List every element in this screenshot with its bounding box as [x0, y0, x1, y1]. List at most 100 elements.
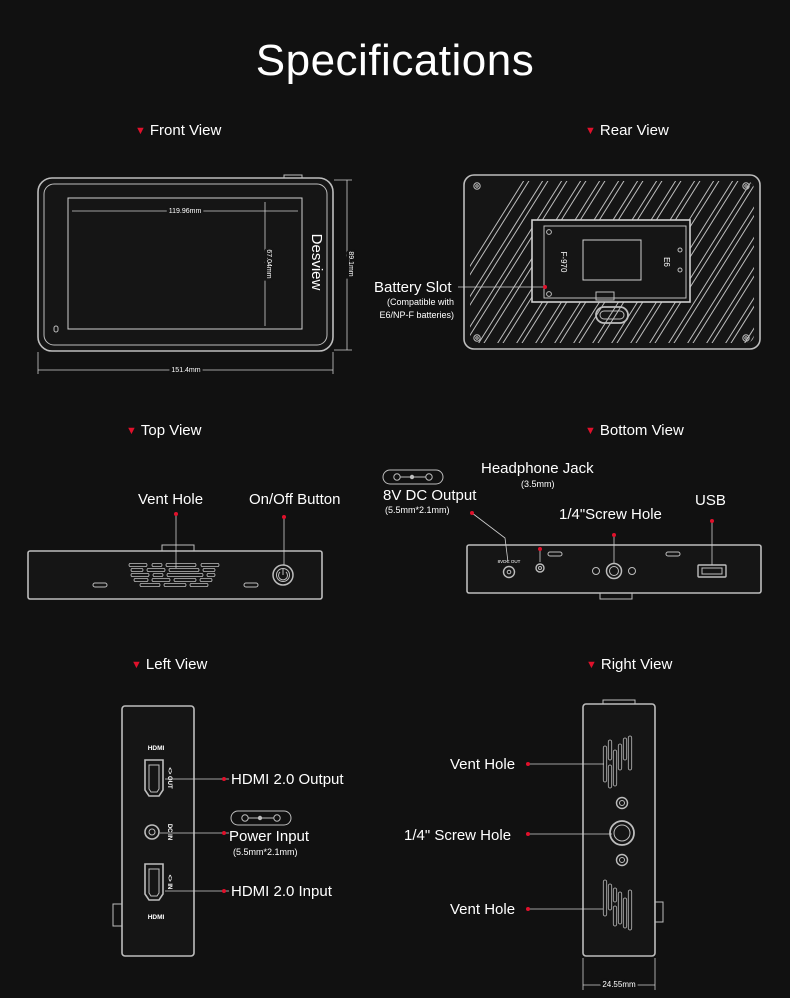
label-dc-output-spec: (5.5mm*2.1mm) [385, 505, 450, 515]
rear-vent-slot-inner [703, 181, 754, 343]
label-on-off-button: On/Off Button [249, 491, 341, 508]
label-hdmi-input: HDMI 2.0 Input [231, 883, 332, 900]
top-view-indicators [174, 512, 286, 568]
label-vent-hole-top: Vent Hole [138, 491, 204, 508]
right-view-device [582, 699, 664, 957]
dim-outer-width: 151.4mm [171, 367, 200, 374]
section-left-view: ▼Left View [131, 656, 207, 673]
section-left-label: Left View [145, 656, 208, 673]
rear-vent-slot-inner [762, 175, 790, 350]
top-vent-slot [163, 583, 187, 588]
triangle-down-icon: ▼ [585, 125, 596, 137]
section-rear-view: ▼Rear View [585, 122, 669, 139]
right-view-dimension: 24.55mm [582, 958, 656, 992]
right-vent-slot [617, 743, 623, 771]
front-view-device: Desview [37, 174, 334, 352]
section-top-label: Top View [140, 422, 202, 439]
right-vent-slot [622, 897, 628, 929]
rear-view-device: F-970 E6 [463, 174, 790, 350]
right-vent-slot [607, 764, 613, 789]
label-headphone-jack: Headphone Jack [481, 460, 594, 477]
dim-outer-height: 89.1mm [347, 251, 354, 276]
right-vent-slot [607, 739, 613, 761]
port-mark-dc-in: DC IN [166, 824, 172, 840]
top-vent-slot [146, 568, 166, 573]
triangle-down-icon: ▼ [131, 659, 142, 671]
rear-vent-slot-inner [722, 181, 754, 343]
brand-logo: Desview [308, 234, 325, 291]
dim-inner-width: 119.96mm [169, 208, 202, 215]
right-vent-slot [612, 887, 618, 903]
top-vent-slot [151, 578, 171, 583]
dim-inner-height: 67.04mm [265, 249, 272, 278]
right-vent-slot [627, 735, 633, 771]
page-title: Specifications [255, 36, 535, 85]
battery-mark-e6: E6 [662, 257, 671, 267]
rear-vent-slot-inner [470, 181, 570, 343]
label-power-input: Power Input [229, 828, 310, 845]
top-vent-slot [199, 578, 213, 583]
label-battery-slot: Battery Slot [374, 279, 452, 296]
label-power-spec: (5.5mm*2.1mm) [233, 847, 298, 857]
top-vent-slot [173, 578, 197, 583]
section-top-view: ▼Top View [126, 422, 201, 439]
right-vent-slot [622, 737, 628, 761]
triangle-down-icon: ▼ [135, 125, 146, 137]
top-vent-slot [166, 573, 204, 578]
section-front-label: Front View [149, 122, 222, 139]
label-hdmi-output: HDMI 2.0 Output [231, 771, 344, 788]
triangle-down-icon: ▼ [586, 659, 597, 671]
battery-mark-f970: F-970 [559, 252, 568, 273]
rear-vent-slot-inner [684, 181, 754, 343]
label-screw-hole-right: 1/4" Screw Hole [404, 827, 512, 844]
right-vent-slot [602, 879, 608, 917]
section-rear-label: Rear View [599, 122, 669, 139]
label-battery-note-2: E6/NP-F batteries) [379, 310, 454, 320]
top-vent-slot [139, 583, 161, 588]
port-mark-in: <> IN [166, 875, 172, 890]
label-screw-hole-bottom: 1/4"Screw Hole [559, 506, 662, 523]
section-right-view: ▼Right View [586, 656, 672, 673]
top-vent-slot [202, 568, 216, 573]
rear-vent-slot-outer [762, 175, 790, 350]
section-bottom-view: ▼Bottom View [585, 422, 684, 439]
top-vent-slot [165, 563, 197, 568]
top-vent-pattern [128, 563, 220, 588]
top-vent-slot [189, 583, 209, 588]
label-dc-output: 8V DC Output [383, 487, 477, 504]
right-vent-slot [627, 889, 633, 931]
rear-vent-slot-inner [781, 175, 790, 350]
top-vent-slot [130, 573, 150, 578]
top-vent-slot [152, 573, 164, 578]
top-vent-slot [168, 568, 200, 573]
front-view-dimensions: 119.96mm 67.04mm 89.1mm 151.4mm [37, 179, 357, 377]
label-vent-hole-right-upper: Vent Hole [450, 756, 516, 773]
dc-plug-legend-left [230, 810, 292, 826]
port-mark-8vdc: 8VDC OUT [498, 559, 521, 564]
label-usb: USB [695, 492, 726, 509]
hdmi-logo-bottom: HDMI [148, 914, 165, 921]
label-vent-hole-right-lower: Vent Hole [450, 901, 516, 918]
top-view-device [27, 544, 323, 600]
right-vent-slot [612, 905, 618, 927]
left-view-device: HDMI HDMI <> OUT DC IN <> IN [112, 705, 195, 957]
label-battery-note-1: (Compatible with [386, 297, 454, 307]
top-vent-slot [206, 573, 216, 578]
left-view-indicators [160, 777, 229, 893]
triangle-down-icon: ▼ [126, 425, 137, 437]
top-vent-slot [128, 563, 148, 568]
right-vent-slot [617, 891, 623, 925]
top-vent-slot [130, 568, 144, 573]
dim-depth: 24.55mm [602, 980, 636, 989]
top-vent-slot [133, 578, 149, 583]
right-vent-slot [612, 749, 618, 787]
top-vent-slot [151, 563, 163, 568]
dc-plug-legend-bottom [382, 469, 444, 485]
right-vent-pattern-lower [602, 879, 633, 931]
top-vent-slot [200, 563, 220, 568]
rear-vent-slot-outer [781, 175, 790, 350]
right-vent-pattern-upper [602, 735, 633, 789]
rear-vent-slot-inner [665, 181, 754, 343]
